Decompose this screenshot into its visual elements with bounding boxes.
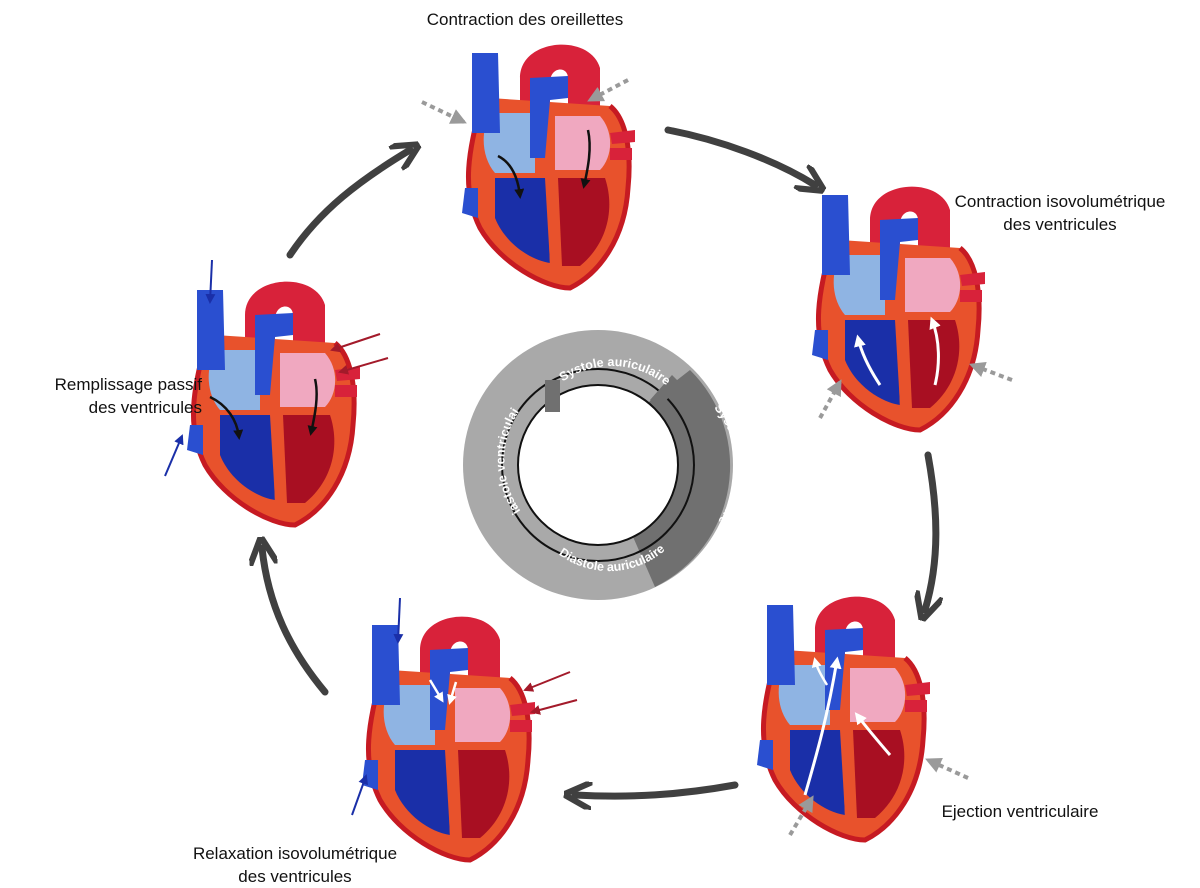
cycle-arrow-relaxation-to-filling: [262, 548, 325, 692]
heart-isovolumetric-relaxation: [362, 617, 535, 860]
cycle-arrow-ejection-to-relaxation: [575, 785, 735, 796]
pressure-arrow: [972, 365, 1012, 380]
inflow-arrow: [165, 436, 182, 476]
label-remplissage-passif: Remplissage passif des ventricules: [12, 373, 202, 419]
heart-ventricular-ejection: [757, 597, 930, 840]
label-contraction-oreillettes: Contraction des oreillettes: [380, 8, 670, 31]
label-relaxation-isovolumetrique: Relaxation isovolumétrique des ventricul…: [150, 842, 440, 888]
pressure-arrow: [820, 382, 840, 418]
label-ejection-ventriculaire: Ejection ventriculaire: [915, 800, 1125, 823]
cycle-arrow-atrial-to-isovol: [668, 130, 815, 185]
pressure-arrow: [928, 760, 968, 778]
inflow-arrow: [352, 776, 366, 815]
label-contraction-isovolumetrique: Contraction isovolumétrique des ventricu…: [925, 190, 1195, 236]
phase-ring: Systole auriculaire Diastole auriculaire…: [0, 0, 747, 600]
inflow-arrow: [332, 334, 380, 350]
heart-passive-filling: [187, 282, 360, 525]
cycle-arrow-filling-to-atrial: [290, 150, 410, 255]
pressure-arrow: [422, 102, 464, 122]
heart-atrial-contraction: [462, 45, 635, 288]
inflow-arrow: [398, 598, 400, 642]
ring-center: [518, 385, 678, 545]
inflow-arrow: [525, 672, 570, 690]
cycle-arrow-isovol-to-ejection: [925, 455, 936, 610]
inflow-arrow: [532, 700, 577, 712]
